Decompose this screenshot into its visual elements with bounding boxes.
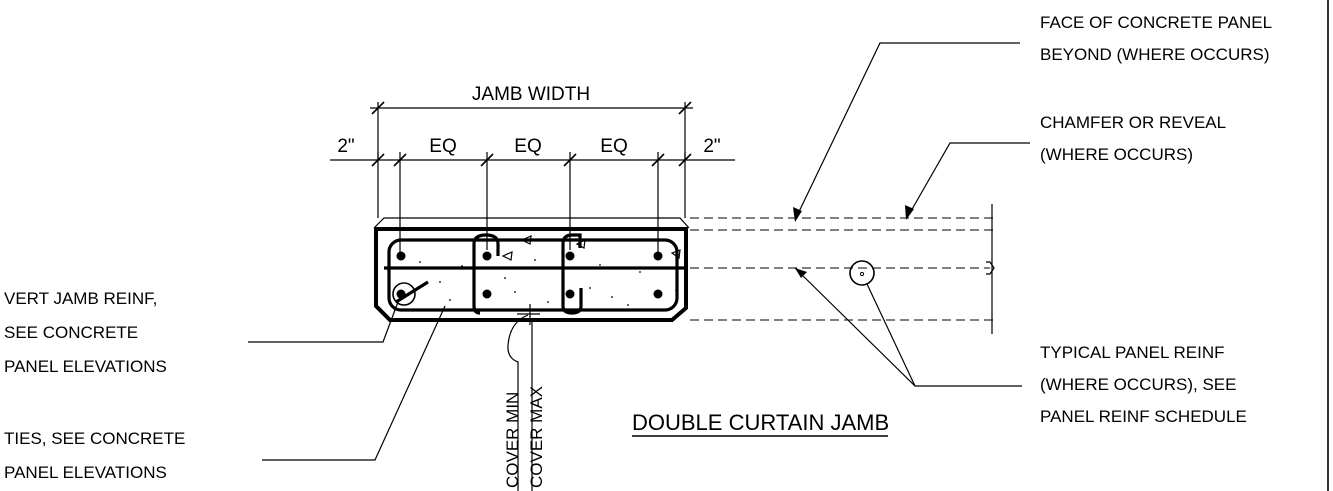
right-offset-label: 2": [703, 136, 720, 157]
face-label-line2: BEYOND (WHERE OCCURS): [1040, 45, 1270, 64]
jamb-width-label: JAMB WIDTH: [472, 84, 590, 105]
leaders: [248, 42, 1030, 491]
face-label-line1: FACE OF CONCRETE PANEL: [1040, 13, 1272, 32]
chamfer-label-line1: CHAMFER OR REVEAL: [1040, 113, 1226, 132]
cover-max-label: COVER MAX: [527, 386, 546, 488]
hook-tie-right: [561, 233, 583, 315]
cover-min-label: COVER MIN: [503, 392, 522, 488]
vert-label-line1: VERT JAMB REINF,: [4, 289, 157, 308]
detail-title: DOUBLE CURTAIN JAMB: [632, 410, 889, 435]
annotations: FACE OF CONCRETE PANEL BEYOND (WHERE OCC…: [4, 13, 1272, 488]
eq-label-2: EQ: [514, 136, 541, 157]
vert-label-line2: SEE CONCRETE: [4, 323, 138, 342]
panel-beyond: [690, 204, 995, 334]
typical-label-line1: TYPICAL PANEL REINF: [1040, 343, 1225, 362]
typical-label-line2: (WHERE OCCURS), SEE: [1040, 375, 1236, 394]
outer-tie: [387, 238, 679, 312]
dimension-jamb-width: JAMB WIDTH: [370, 84, 693, 160]
jamb-section: [373, 217, 690, 322]
typical-label-line3: PANEL REINF SCHEDULE: [1040, 407, 1247, 426]
vert-label-line3: PANEL ELEVATIONS: [4, 357, 167, 376]
panel-reinf-bar: [849, 260, 875, 286]
ties-label-line1: TIES, SEE CONCRETE: [4, 429, 185, 448]
eq-label-3: EQ: [600, 136, 627, 157]
hook-tie-left: [472, 233, 500, 315]
concrete-hatch: [387, 259, 677, 306]
eq-label-1: EQ: [429, 136, 456, 157]
left-offset-label: 2": [337, 136, 354, 157]
vert-rebar: [396, 251, 663, 299]
ties-label-line2: PANEL ELEVATIONS: [4, 463, 167, 482]
chamfer-label-line2: (WHERE OCCURS): [1040, 145, 1193, 164]
